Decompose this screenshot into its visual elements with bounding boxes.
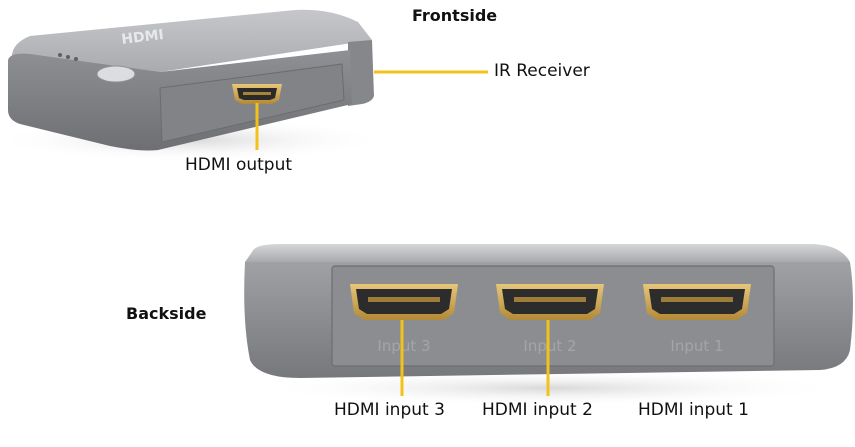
front-device-side (348, 40, 374, 106)
front-device-top (11, 9, 373, 72)
hdmi-output-port (232, 84, 282, 104)
front-device-logo: HDMI (121, 27, 165, 48)
back-device-top (245, 244, 850, 262)
status-led (74, 57, 78, 61)
hdmi-input-1-label: HDMI input 1 (638, 400, 749, 420)
port-engraving-input-3: Input 3 (377, 337, 430, 355)
front-device: HDMI (0, 9, 390, 162)
status-led (66, 55, 70, 59)
back-device-shadow (250, 370, 850, 406)
hdmi-input-2-label: HDMI input 2 (482, 400, 593, 420)
hdmi-input-2-port (496, 284, 604, 320)
hdmi-output-label: HDMI output (185, 155, 293, 175)
hdmi-input-1-port (643, 284, 751, 320)
hdmi-input-3-port (350, 284, 458, 320)
port-engraving-input-2: Input 2 (523, 337, 576, 355)
backside-title: Backside (126, 304, 207, 323)
status-led (58, 53, 62, 57)
frontside-title: Frontside (412, 6, 498, 25)
port-engraving-input-1: Input 1 (670, 337, 723, 355)
ir-receiver-label: IR Receiver (494, 61, 590, 81)
ir-receiver-button (96, 65, 136, 83)
hdmi-input-3-label: HDMI input 3 (334, 400, 445, 420)
